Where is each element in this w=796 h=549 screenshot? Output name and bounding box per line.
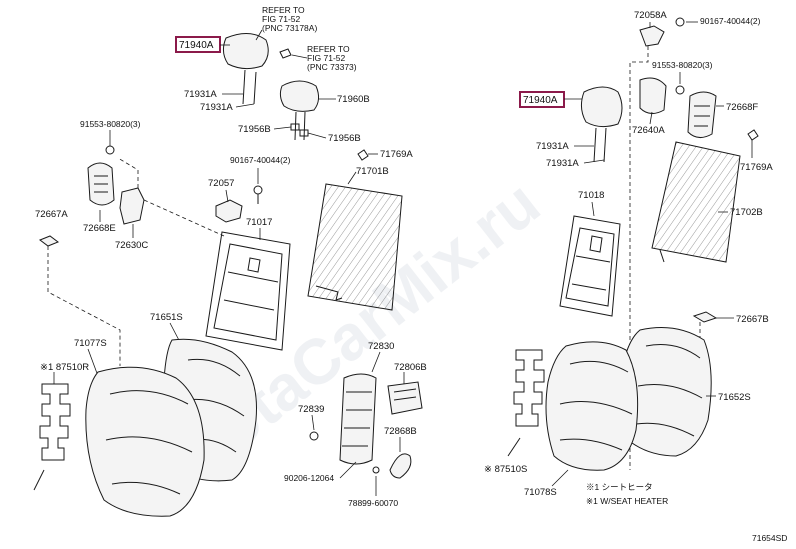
right-label-87510S: ※ 87510S <box>484 464 527 475</box>
left-headrest-part <box>222 33 269 70</box>
left-label-71769A: 71769A <box>380 149 413 160</box>
left-refer-note-1-line-3: (PNC 73178A) <box>262 23 317 33</box>
left-refer-note-1-line-2: FIG 71-52 <box>262 14 301 24</box>
left-label-72806B: 72806B <box>394 362 427 373</box>
left-label-90206: 90206-12064 <box>284 473 334 483</box>
left-seat-cushion-cover <box>85 366 205 517</box>
left-label-71077S: 71077S <box>74 338 107 349</box>
right-label-71702B: 71702B <box>730 207 763 218</box>
left-label-72830: 72830 <box>368 341 394 352</box>
right-seat-heater-87510S <box>513 349 545 427</box>
left-label-71651S: 71651S <box>150 312 183 323</box>
right-note-jp: ※1 シートヒータ <box>586 482 653 492</box>
left-refer-note-2-line-1: REFER TO <box>307 44 350 54</box>
left-refer-note-2-line-3: (PNC 73373) <box>307 62 357 72</box>
right-headrest-highlight-box[interactable] <box>519 91 565 108</box>
right-seat-group: 71940A 71931A 71931A 72058A 90167-40044(… <box>484 10 773 506</box>
right-label-71078S: 71078S <box>524 487 557 498</box>
right-label-72640A: 72640A <box>632 125 665 136</box>
left-label-71931A-2: 71931A <box>200 102 233 113</box>
left-label-71701B: 71701B <box>356 166 389 177</box>
left-label-71017: 71017 <box>246 217 272 228</box>
right-label-71018: 71018 <box>578 190 604 201</box>
right-seatback-frame <box>559 215 621 317</box>
right-headrest-part-number[interactable]: 71940A <box>523 95 558 106</box>
left-label-72868B: 72868B <box>384 426 417 437</box>
right-label-72667B: 72667B <box>736 314 769 325</box>
right-label-71931A-1: 71931A <box>536 141 569 152</box>
left-refer-note-2-line-2: FIG 71-52 <box>307 53 346 63</box>
left-label-72667A: 72667A <box>35 209 68 220</box>
left-headrest-highlight-box[interactable] <box>175 36 221 53</box>
right-label-72058A: 72058A <box>634 10 667 21</box>
left-label-91553: 91553-80820(3) <box>80 119 141 129</box>
left-label-72668E: 72668E <box>83 223 116 234</box>
left-refer-note-1-line-1: REFER TO <box>262 5 305 15</box>
left-label-72839: 72839 <box>298 404 324 415</box>
right-headrest-part <box>580 86 623 128</box>
right-label-71931A-2: 71931A <box>546 158 579 169</box>
right-seat-cushion-cover <box>545 341 639 471</box>
left-label-71960B: 71960B <box>337 94 370 105</box>
left-seat-group: 71940A REFER TO FIG 71-52 (PNC 73178A) R… <box>33 5 427 517</box>
right-label-71652S: 71652S <box>718 392 751 403</box>
left-label-72630C: 72630C <box>115 240 148 251</box>
left-label-78899: 78899-60070 <box>348 498 398 508</box>
right-back-board <box>651 141 741 263</box>
left-back-board <box>307 183 403 311</box>
left-lumbar-support <box>339 373 377 465</box>
right-label-90167: 90167-40044(2) <box>700 16 761 26</box>
right-label-71769A: 71769A <box>740 162 773 173</box>
right-label-72668F: 72668F <box>726 102 758 113</box>
left-label-72057: 72057 <box>208 178 234 189</box>
left-headrest-part-number[interactable]: 71940A <box>179 40 214 51</box>
left-label-90167: 90167-40044(2) <box>230 155 291 165</box>
left-seat-heater-87510R <box>39 383 71 461</box>
left-seatback-frame <box>205 231 291 351</box>
left-label-71956B-1: 71956B <box>238 124 271 135</box>
figure-code: 71654SD <box>752 533 787 543</box>
left-label-71956B-2: 71956B <box>328 133 361 144</box>
left-label-87510R: ※1 87510R <box>40 362 89 373</box>
left-label-71931A-1: 71931A <box>184 89 217 100</box>
right-note-en: ※1 W/SEAT HEATER <box>586 496 668 506</box>
right-label-91553: 91553-80820(3) <box>652 60 713 70</box>
